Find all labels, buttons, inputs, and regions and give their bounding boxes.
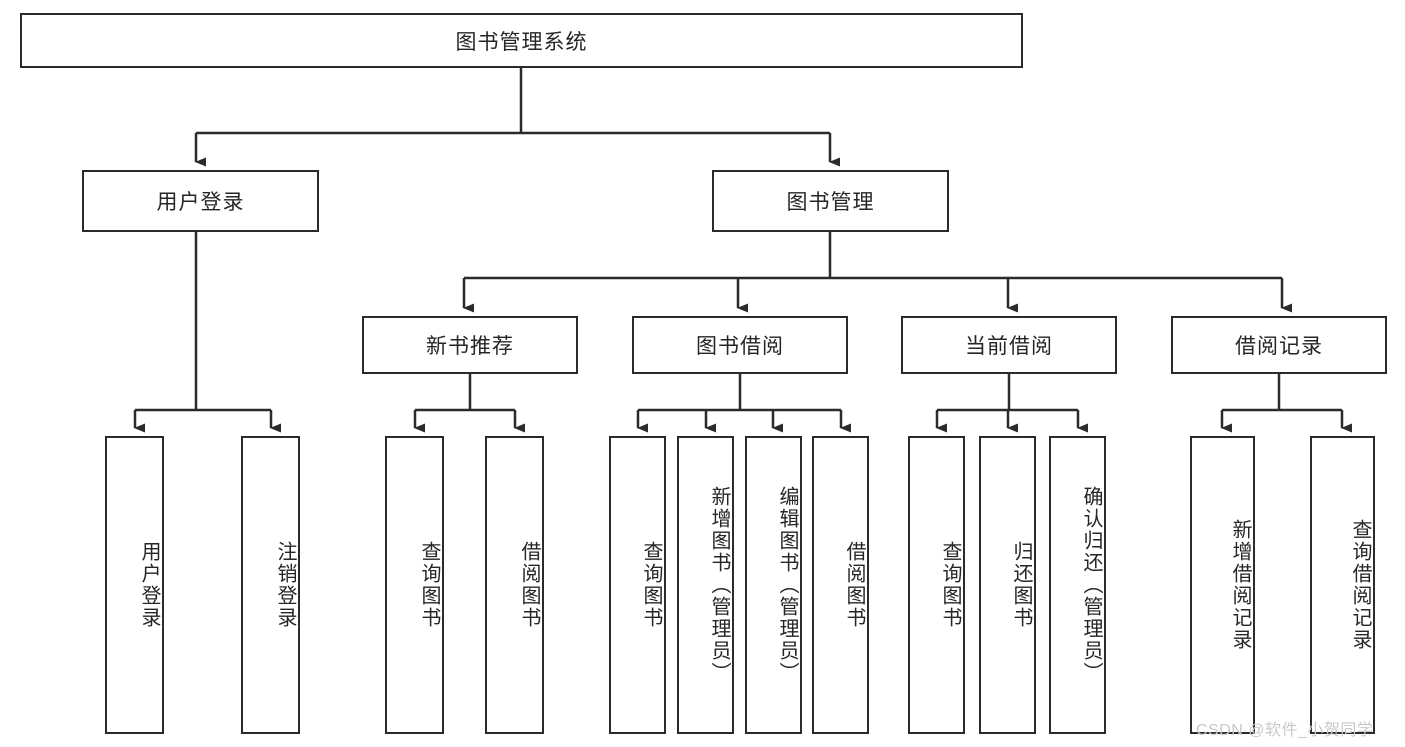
leaf-edit-book-admin[interactable]: 编辑图书（管理员）: [745, 436, 802, 734]
node-user-login[interactable]: 用户登录: [82, 170, 319, 232]
node-current-borrow[interactable]: 当前借阅: [901, 316, 1117, 374]
node-borrow-record[interactable]: 借阅记录: [1171, 316, 1387, 374]
leaf-return-book[interactable]: 归还图书: [979, 436, 1036, 734]
leaf-confirm-return[interactable]: 确认归还（管理员）: [1049, 436, 1106, 734]
leaf-add-book-admin[interactable]: 新增图书（管理员）: [677, 436, 734, 734]
leaf-query-book-1[interactable]: 查询图书: [385, 436, 444, 734]
node-book-borrow[interactable]: 图书借阅: [632, 316, 848, 374]
node-book-manage[interactable]: 图书管理: [712, 170, 949, 232]
watermark: CSDN @软件_小贺同学: [1196, 722, 1374, 739]
node-root-system[interactable]: 图书管理系统: [20, 13, 1023, 68]
leaf-query-borrow-record[interactable]: 查询借阅记录: [1310, 436, 1375, 734]
leaf-borrow-book-2[interactable]: 借阅图书: [812, 436, 869, 734]
leaf-add-borrow-record[interactable]: 新增借阅记录: [1190, 436, 1255, 734]
leaf-query-book-2[interactable]: 查询图书: [609, 436, 666, 734]
leaf-logout-login[interactable]: 注销登录: [241, 436, 300, 734]
leaf-query-book-3[interactable]: 查询图书: [908, 436, 965, 734]
leaf-borrow-book-1[interactable]: 借阅图书: [485, 436, 544, 734]
leaf-user-login[interactable]: 用户登录: [105, 436, 164, 734]
node-new-book-recommend[interactable]: 新书推荐: [362, 316, 578, 374]
